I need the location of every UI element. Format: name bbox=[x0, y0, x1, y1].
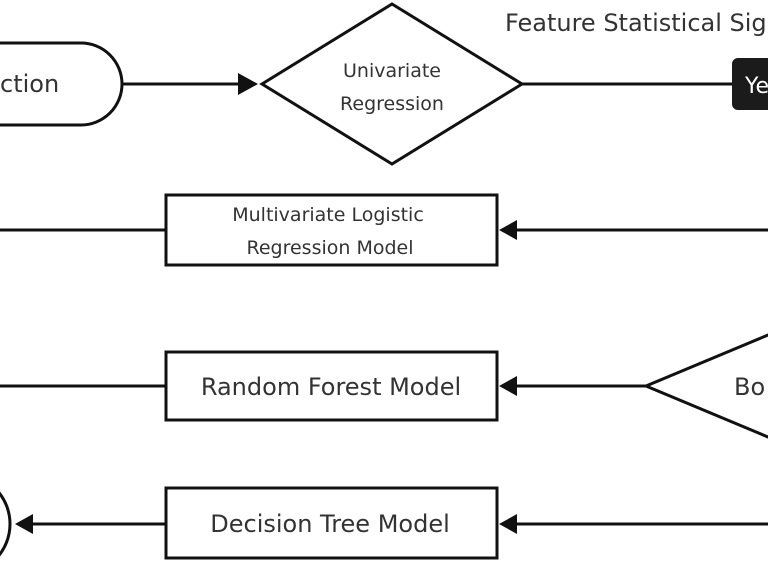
multivariate-logistic-regression-box: Multivariate Logistic Regression Model bbox=[164, 193, 499, 267]
bo-decision-label: Bo bbox=[734, 373, 765, 401]
univariate-regression-diamond: Univariate Regression bbox=[259, 2, 525, 166]
yes-badge: Ye bbox=[732, 58, 768, 110]
arrowhead bbox=[499, 220, 517, 240]
start-terminal-label: ction bbox=[0, 70, 59, 98]
univariate-label-line1: Univariate bbox=[343, 60, 441, 82]
arrowhead bbox=[15, 514, 33, 534]
univariate-label-line2: Regression bbox=[340, 93, 444, 115]
multivariate-label-line2: Regression Model bbox=[246, 237, 413, 259]
start-terminal-node: ction bbox=[0, 41, 124, 127]
arrowhead bbox=[238, 73, 258, 95]
decision-tree-model-box: Decision Tree Model bbox=[164, 486, 499, 560]
multivariate-label-line1: Multivariate Logistic bbox=[232, 204, 424, 226]
decision-tree-label: Decision Tree Model bbox=[210, 510, 450, 538]
feature-significance-label: Feature Statistical Sig bbox=[505, 9, 767, 37]
end-circle-node bbox=[0, 491, 12, 557]
random-forest-model-box: Random Forest Model bbox=[164, 350, 499, 422]
random-forest-label: Random Forest Model bbox=[201, 373, 461, 401]
bo-decision-diamond: Bo bbox=[642, 333, 768, 439]
arrowhead bbox=[499, 376, 517, 396]
arrowhead bbox=[499, 514, 517, 534]
yes-badge-label: Ye bbox=[744, 74, 768, 99]
